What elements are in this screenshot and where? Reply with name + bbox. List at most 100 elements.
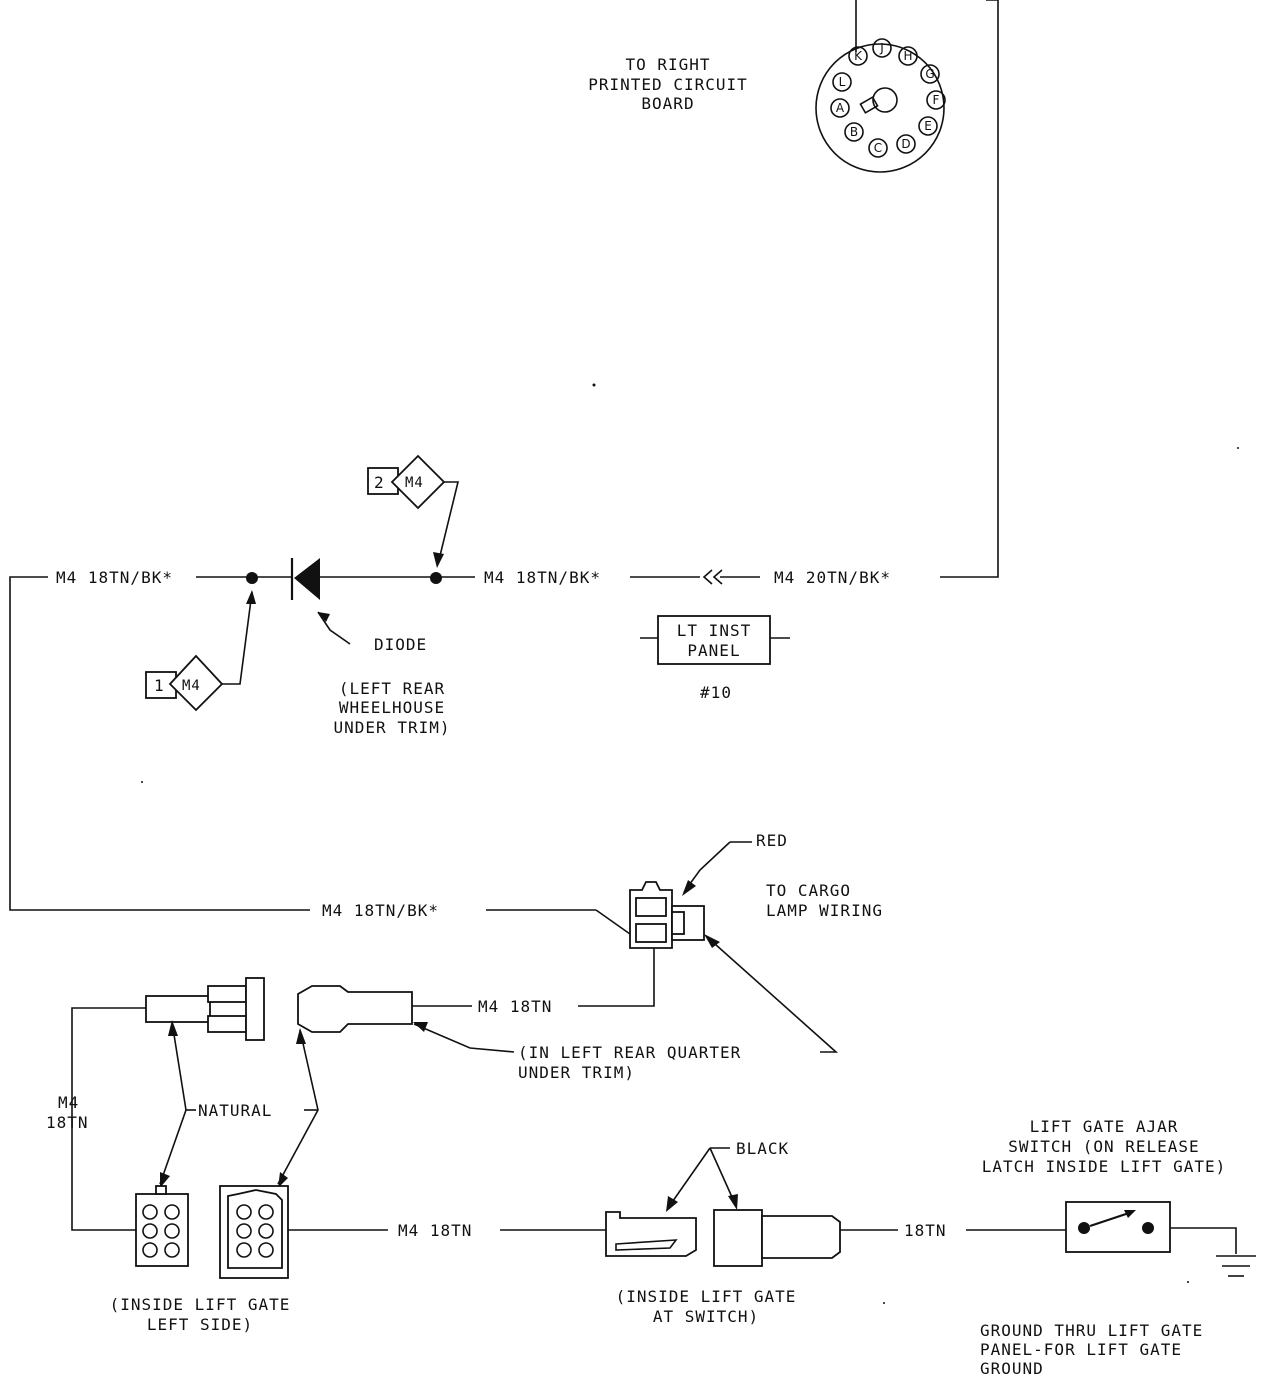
inst-panel-box: LT INST PANEL bbox=[640, 615, 790, 665]
quarter-connector-left bbox=[145, 977, 265, 1041]
connector-pin-label: B bbox=[850, 125, 858, 139]
connector-pin-label: A bbox=[836, 101, 845, 115]
splice-2-number: 2 bbox=[374, 473, 385, 492]
label-switch-2: SWITCH (ON RELEASE bbox=[1008, 1137, 1199, 1156]
connector-pin-circle bbox=[896, 134, 916, 154]
speck bbox=[1237, 447, 1239, 449]
label-cargo-1: TO CARGO bbox=[766, 881, 851, 900]
label-ground-3: GROUND bbox=[980, 1359, 1044, 1378]
inst-panel-line-2: PANEL bbox=[687, 641, 740, 660]
label-diode-loc-3: UNDER TRIM) bbox=[334, 718, 451, 737]
quarter-leader-left bbox=[413, 1023, 515, 1053]
splice-dot-2 bbox=[430, 572, 442, 584]
connector-pin-circle bbox=[926, 90, 946, 110]
label-diode-loc-2: WHEELHOUSE bbox=[339, 698, 445, 717]
speck bbox=[883, 1302, 885, 1304]
ground-icon bbox=[1216, 1255, 1256, 1277]
natural-leader-2 bbox=[277, 1029, 319, 1185]
wire-to-cargo-conn bbox=[595, 909, 631, 935]
switch-connector-left bbox=[605, 1211, 697, 1257]
diode-icon bbox=[290, 558, 320, 600]
label-wire-vertical-1: M4 bbox=[58, 1093, 79, 1112]
connector-pin-circle bbox=[898, 46, 918, 66]
label-lift-switch-1: (INSIDE LIFT GATE bbox=[616, 1287, 797, 1306]
speck bbox=[592, 383, 596, 387]
connector-pin-label: H bbox=[903, 49, 912, 63]
connector-pin-circle bbox=[920, 64, 940, 84]
speck bbox=[141, 781, 143, 783]
connector-pin-circle bbox=[918, 116, 938, 136]
label-wire-mid-top: M4 18TN/BK* bbox=[484, 568, 601, 587]
liftgate-connector-left bbox=[135, 1185, 189, 1267]
wire-left-loop bbox=[9, 576, 310, 911]
cargo-connector bbox=[629, 881, 705, 949]
connector-pin-label: L bbox=[839, 75, 846, 89]
label-ground-2: PANEL-FOR LIFT GATE bbox=[980, 1340, 1182, 1359]
label-m4-18tn-1: M4 18TN bbox=[478, 997, 552, 1016]
label-diode-loc-1: (LEFT REAR bbox=[339, 679, 445, 698]
label-wire-vertical-2: 18TN bbox=[46, 1113, 89, 1132]
diode-leader bbox=[317, 611, 351, 645]
label-quarter-2: UNDER TRIM) bbox=[518, 1063, 635, 1082]
connector-pin-circle bbox=[848, 46, 868, 66]
label-ground-1: GROUND THRU LIFT GATE bbox=[980, 1321, 1203, 1340]
splice-dot-1 bbox=[246, 572, 258, 584]
splice-2-badge: 2 M4 bbox=[367, 454, 446, 510]
label-red: RED bbox=[756, 831, 788, 850]
quarter-connector-right bbox=[297, 985, 413, 1033]
connector-pin-label: K bbox=[854, 49, 863, 63]
liftgate-connector-right bbox=[219, 1185, 289, 1279]
splice-1-badge: 1 M4 bbox=[145, 654, 224, 712]
connector-pin-circle bbox=[844, 122, 864, 142]
connector-pin-label: C bbox=[874, 141, 882, 155]
connector-pin-label: D bbox=[901, 137, 910, 151]
splice-1-leader bbox=[222, 591, 253, 685]
black-leader-1 bbox=[667, 1147, 711, 1209]
wire-cargo-down bbox=[578, 948, 655, 1007]
inline-connector-icon bbox=[702, 569, 723, 585]
splice-1-code: M4 bbox=[182, 678, 201, 694]
label-quarter-1: (IN LEFT REAR QUARTER bbox=[518, 1043, 741, 1062]
connector-pin-label: G bbox=[925, 67, 934, 81]
connector-pin-label: F bbox=[933, 93, 940, 107]
wire-right-vertical bbox=[940, 0, 999, 578]
wire-vertical-left bbox=[71, 1007, 146, 1231]
natural-leader-1 bbox=[159, 1021, 187, 1185]
label-switch-3: LATCH INSIDE LIFT GATE) bbox=[982, 1157, 1227, 1176]
connector-pin-circle bbox=[832, 72, 852, 92]
connector-pin-circle bbox=[830, 98, 850, 118]
label-cargo-2: LAMP WIRING bbox=[766, 901, 883, 920]
label-right-pcb-2: PRINTED CIRCUIT bbox=[588, 75, 748, 94]
label-right-pcb-3: BOARD bbox=[641, 94, 694, 113]
label-switch-1: LIFT GATE AJAR bbox=[1030, 1117, 1179, 1136]
label-natural: NATURAL bbox=[198, 1101, 272, 1120]
switch-connector-right bbox=[713, 1209, 841, 1267]
ajar-switch-icon bbox=[1065, 1201, 1171, 1253]
connector-pin-label: J bbox=[879, 41, 884, 55]
connector-pin-label: E bbox=[924, 119, 932, 133]
label-lift-left-2: LEFT SIDE) bbox=[147, 1315, 253, 1334]
label-wire-left-top: M4 18TN/BK* bbox=[56, 568, 173, 587]
wire-to-ground bbox=[1170, 1227, 1237, 1254]
label-m4-18tn-2: M4 18TN bbox=[398, 1221, 472, 1240]
label-inst-panel-num: #10 bbox=[700, 683, 732, 702]
label-right-pcb-1: TO RIGHT bbox=[625, 55, 710, 74]
splice-2-leader bbox=[437, 481, 460, 565]
connector-pin-circle bbox=[868, 138, 888, 158]
label-wire-right-top: M4 20TN/BK* bbox=[774, 568, 891, 587]
splice-2-code: M4 bbox=[405, 475, 424, 491]
label-18tn: 18TN bbox=[904, 1221, 947, 1240]
label-lift-switch-2: AT SWITCH) bbox=[653, 1307, 759, 1326]
inst-panel-line-1: LT INST bbox=[677, 621, 751, 640]
splice-1-number: 1 bbox=[154, 676, 165, 695]
quarter-leader-right bbox=[705, 935, 839, 1053]
label-diode: DIODE bbox=[374, 635, 427, 654]
connector-pin-circle bbox=[872, 38, 892, 58]
label-wire-bottom-long: M4 18TN/BK* bbox=[322, 901, 439, 920]
label-lift-left-1: (INSIDE LIFT GATE bbox=[110, 1295, 291, 1314]
speck bbox=[1187, 1281, 1189, 1283]
label-black: BLACK bbox=[736, 1139, 789, 1158]
